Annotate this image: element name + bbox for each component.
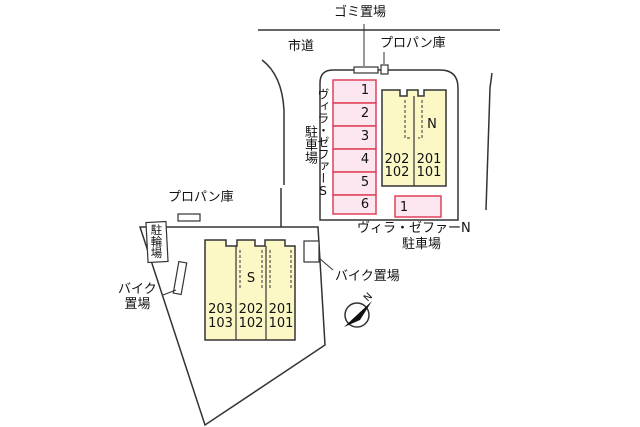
parking-space-6 [332,194,377,215]
parking-s-number-6: 6 [360,197,370,212]
parking-s-number-3: 3 [360,129,370,144]
parking-s-number-4: 4 [360,152,370,167]
unit-n-102: 102 [384,165,410,180]
unit-s-102: 102 [238,316,264,331]
road-line-right [485,72,493,211]
north-arrow-icon [344,301,372,328]
unit-s-203: 203 [208,302,233,317]
bike-parking-right-area [303,240,320,263]
bike-label-left: バイク 置場 [118,282,157,312]
parking-s-number-2: 2 [360,106,370,121]
parking-n-number-1: 1 [399,200,409,215]
parking-s-number-5: 5 [360,175,370,190]
garbage-box [353,66,379,74]
unit-s-101: 101 [268,316,294,331]
parking-s-label-col1: ヴィラ・ゼファーS [316,88,330,198]
bike-parking-left-area [172,260,188,296]
unit-n-201: 201 [416,152,442,167]
propane-box-top [380,64,389,75]
bicycle-parking-label: 駐輪場 [149,224,164,259]
parking-n-label-line1: ヴィラ・ゼファーN [357,221,471,236]
parking-s-number-1: 1 [360,83,370,98]
bike-label-right: バイク置場 [335,269,400,284]
parking-n-space-1 [394,195,442,218]
unit-n-202: 202 [384,152,410,167]
propane-box-left [177,213,201,222]
propane-label-left: プロパン庫 [168,190,234,205]
bicycle-parking-area [145,220,169,264]
propane-label-top: プロパン庫 [380,36,446,51]
city-road-label: 市道 [288,39,315,54]
unit-n-101: 101 [416,165,442,180]
garbage-label: ゴミ置場 [334,5,387,20]
unit-s-201: 201 [268,302,294,317]
building-n-name: N [427,117,437,132]
parking-s-label-col2: 駐車場 [302,125,317,164]
road-line-left [261,59,285,185]
building-south [204,239,296,341]
parking-n-label-line2: 駐車場 [402,237,442,252]
parking-s-spaces [332,79,377,215]
building-north [381,89,447,187]
unit-s-202: 202 [238,302,264,317]
building-s-name: S [246,271,256,286]
unit-s-103: 103 [208,316,233,331]
